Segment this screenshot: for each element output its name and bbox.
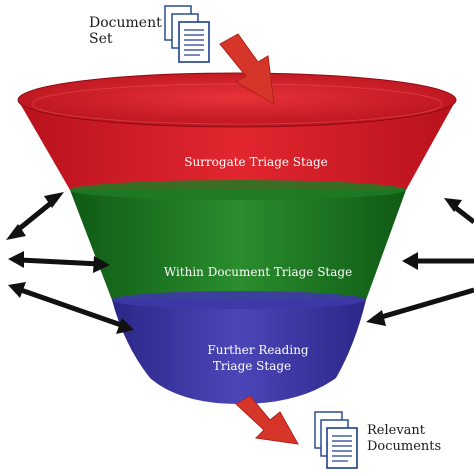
double-headed-arrow-icon [6,192,64,240]
document-stack-icon [164,5,210,63]
double-headed-arrow-icon [8,251,110,273]
stage-label-further-reading-line1: Further Reading [207,343,309,357]
stage-label-within-document: Within Document Triage Stage [164,265,352,279]
funnel-top-rim-highlight [31,83,443,125]
input-documents-label-line2: Set [89,31,113,47]
stage-label-further-reading-line2: Triage Stage [213,359,291,373]
double-headed-arrow-icon [444,198,474,224]
funnel-band-rim-green [70,180,406,200]
input-documents-label-line1: Document [89,15,162,31]
output-documents-label-line1: Relevant [367,423,426,438]
double-headed-arrow-icon [366,287,474,326]
funnel-top-rim [17,72,457,128]
funnel-stage-2-band [70,190,406,300]
double-headed-arrow-icon [8,282,134,334]
stage-label-surrogate: Surrogate Triage Stage [184,155,328,169]
double-headed-arrow-icon [402,252,474,270]
red-arrow-icon [219,33,275,105]
output-documents-label-line2: Documents [367,439,441,454]
funnel-stage-3-band [112,300,366,404]
red-arrow-icon [235,395,299,445]
document-stack-icon [314,411,358,469]
funnel-band-rim-blue [112,291,366,309]
